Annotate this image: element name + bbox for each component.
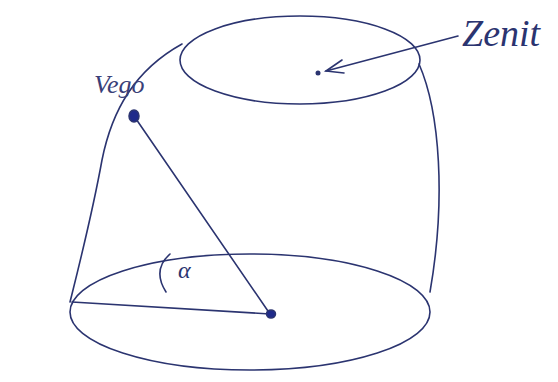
angle-arc: [160, 254, 170, 292]
zenit-dot: [316, 71, 321, 76]
angle-label: α: [178, 258, 191, 282]
arrow-shaft: [326, 36, 458, 71]
right-wall: [419, 64, 439, 292]
arrow-head: [326, 60, 344, 73]
vego-dot: [129, 110, 139, 122]
place-label: Zenit: [462, 14, 540, 52]
ground-line: [72, 302, 270, 314]
bottom-ellipse: [70, 254, 430, 370]
left-wall: [70, 44, 182, 302]
sight-line: [134, 116, 270, 314]
center-dot: [267, 310, 276, 318]
top-rim: [180, 16, 420, 104]
player-label: Vego: [94, 72, 145, 98]
